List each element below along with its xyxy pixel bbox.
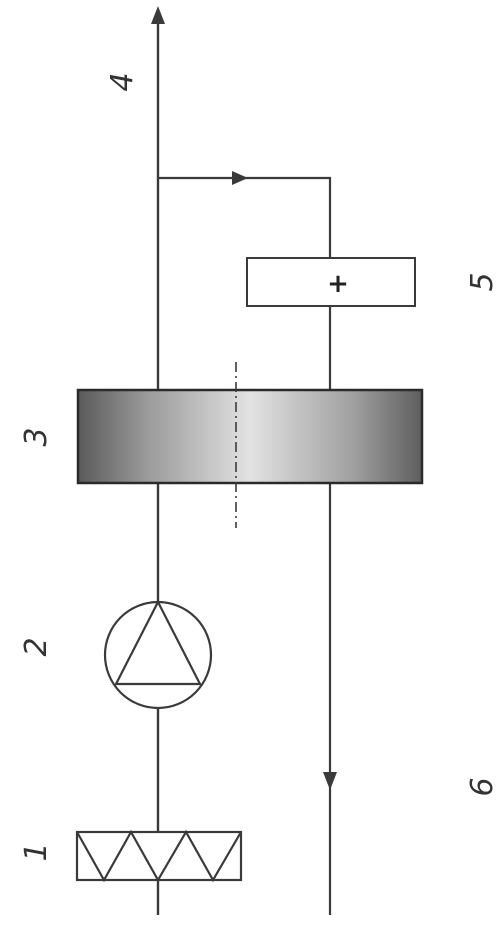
electrode-plus-icon: + xyxy=(246,257,416,307)
pump-icon xyxy=(103,599,213,710)
zigzag-filter-icon xyxy=(75,829,243,883)
plus-sign: + xyxy=(327,269,349,299)
label-4: 4 xyxy=(105,72,140,91)
label-2: 2 xyxy=(19,637,54,656)
label-5: 5 xyxy=(465,272,500,291)
label-6: 6 xyxy=(465,777,500,796)
membrane-module-icon xyxy=(76,362,424,528)
branch-line xyxy=(158,176,332,258)
arrow-down-icon xyxy=(323,772,337,790)
arrow-up-icon xyxy=(151,6,165,24)
label-3: 3 xyxy=(19,427,54,446)
label-1: 1 xyxy=(19,842,54,861)
arrow-right-icon xyxy=(232,171,248,185)
